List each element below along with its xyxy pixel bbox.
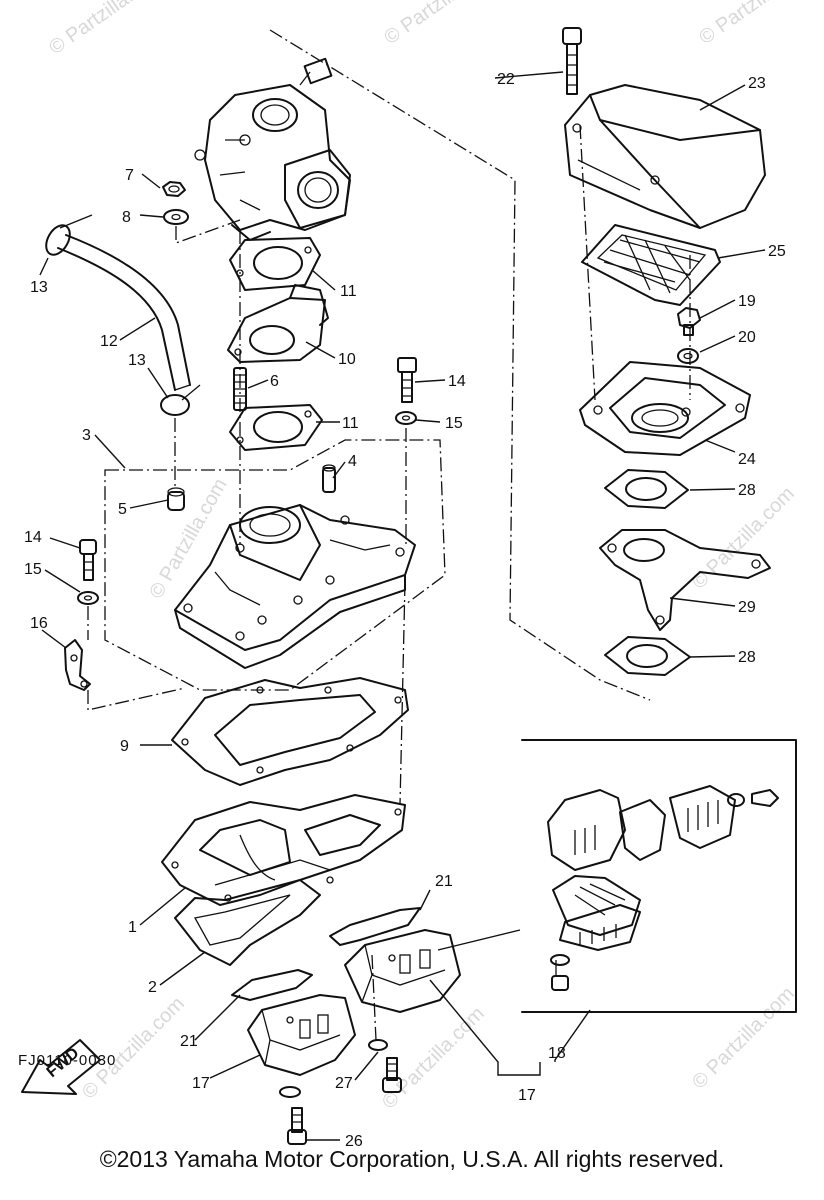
callout-13-lower: 13 (128, 352, 146, 369)
callout-26: 26 (345, 1133, 363, 1150)
callout-17-left: 17 (192, 1075, 210, 1092)
callout-1: 1 (128, 919, 137, 936)
washer-15-right (395, 411, 417, 425)
leader-18-detail (437, 929, 521, 951)
copyright-notice: ©2013 Yamaha Motor Corporation, U.S.A. A… (99, 1146, 725, 1172)
callout-22: 22 (497, 71, 515, 88)
callout-14-right: 14 (448, 373, 466, 390)
fitting-5 (167, 487, 185, 511)
bracket-16 (64, 639, 91, 691)
callout-3: 3 (82, 427, 91, 444)
nut-7 (162, 181, 186, 197)
washer-20 (677, 348, 699, 364)
gasket-28-upper (604, 469, 689, 509)
callout-24: 24 (738, 451, 756, 468)
callout-28-upper: 28 (738, 482, 756, 499)
callout-23: 23 (748, 75, 766, 92)
callout-11-upper: 11 (340, 283, 357, 300)
callout-19: 19 (738, 293, 756, 310)
callout-18: 18 (548, 1045, 566, 1062)
bolt-19 (677, 307, 701, 336)
gasket-11-upper (229, 237, 321, 291)
leader-8 (175, 219, 241, 244)
callout-21-left: 21 (180, 1033, 198, 1050)
callout-7: 7 (125, 167, 134, 184)
gasket-9 (171, 677, 409, 786)
callout-21-right: 21 (435, 873, 453, 890)
callout-2: 2 (148, 979, 157, 996)
gasket-28-lower (604, 636, 691, 676)
filter-element-25 (581, 224, 721, 306)
washer-15-left (77, 591, 99, 605)
callout-25: 25 (768, 243, 786, 260)
washer-27-right (368, 1039, 388, 1051)
watermark-2: © Partzilla.com (380, 0, 503, 49)
callout-14-left: 14 (24, 529, 42, 546)
carburetor (194, 57, 351, 241)
bolt-26-left (287, 1107, 307, 1145)
watermarks: © Partzilla.com © Partzilla.com © Partzi… (45, 0, 818, 1114)
airbox-base-24 (579, 361, 751, 456)
callout-27: 27 (335, 1075, 353, 1092)
bolt-line-27 (371, 954, 377, 1041)
bolt-14-left (79, 539, 97, 581)
group-3-outline (104, 439, 446, 691)
gasket-21-right (329, 907, 421, 946)
callout-13-upper: 13 (30, 279, 48, 296)
bracket-29 (599, 529, 771, 631)
watermark-4: © Partzilla.com (145, 475, 231, 603)
washer-27-left (279, 1086, 301, 1098)
reed-housing-1 (161, 794, 406, 906)
reed-valve-17-right (344, 929, 461, 1013)
reed-detail-box (521, 739, 797, 1013)
clamp-13-upper (45, 214, 93, 256)
callouts: 7 8 13 12 13 3 5 4 6 11 11 10 14 15 14 1… (24, 71, 786, 1150)
bracket-leader (87, 687, 186, 711)
gasket-11-lower (229, 404, 323, 451)
callout-8: 8 (122, 209, 131, 226)
fitting-4 (322, 464, 336, 493)
leader-lines (39, 71, 766, 1141)
bolt-22 (562, 27, 582, 95)
airbox-cover-23 (564, 84, 766, 229)
drawing-code: FJ0110-0030 (18, 1052, 117, 1069)
gasket-21-left (231, 969, 313, 1001)
assembly-outline-right (269, 29, 651, 701)
callout-9: 9 (120, 738, 129, 755)
watermark-3: © Partzilla.com (695, 0, 818, 49)
callout-6: 6 (270, 373, 279, 390)
gasket-2 (174, 879, 321, 966)
callout-28-lower: 28 (738, 649, 756, 666)
reed-valve-17-left (247, 994, 356, 1076)
intake-manifold-3 (174, 504, 416, 669)
callout-20: 20 (738, 329, 756, 346)
bolt-14-right (397, 357, 417, 403)
callout-5: 5 (118, 501, 127, 518)
watermark-1: © Partzilla.com (45, 0, 168, 59)
bolt-26-right (382, 1057, 402, 1093)
clamp-13-lower (160, 384, 201, 416)
plate-10 (227, 284, 329, 363)
callout-15-left: 15 (24, 561, 42, 578)
callout-15-right: 15 (445, 415, 463, 432)
callout-29: 29 (738, 599, 756, 616)
callout-10: 10 (338, 351, 356, 368)
callout-11-lower: 11 (342, 415, 359, 432)
washer-8 (163, 209, 189, 225)
watermark-8: © Partzilla.com (688, 983, 799, 1094)
assembly-outline-airbox (579, 124, 691, 401)
callout-16: 16 (30, 615, 48, 632)
reed-detail-parts (547, 785, 779, 991)
callout-4: 4 (348, 453, 357, 470)
callout-17-right: 17 (518, 1087, 536, 1104)
callout-12: 12 (100, 333, 118, 350)
hose-12 (57, 234, 191, 391)
watermark-6: © Partzilla.com (78, 993, 189, 1104)
stud-line-right (399, 581, 406, 806)
